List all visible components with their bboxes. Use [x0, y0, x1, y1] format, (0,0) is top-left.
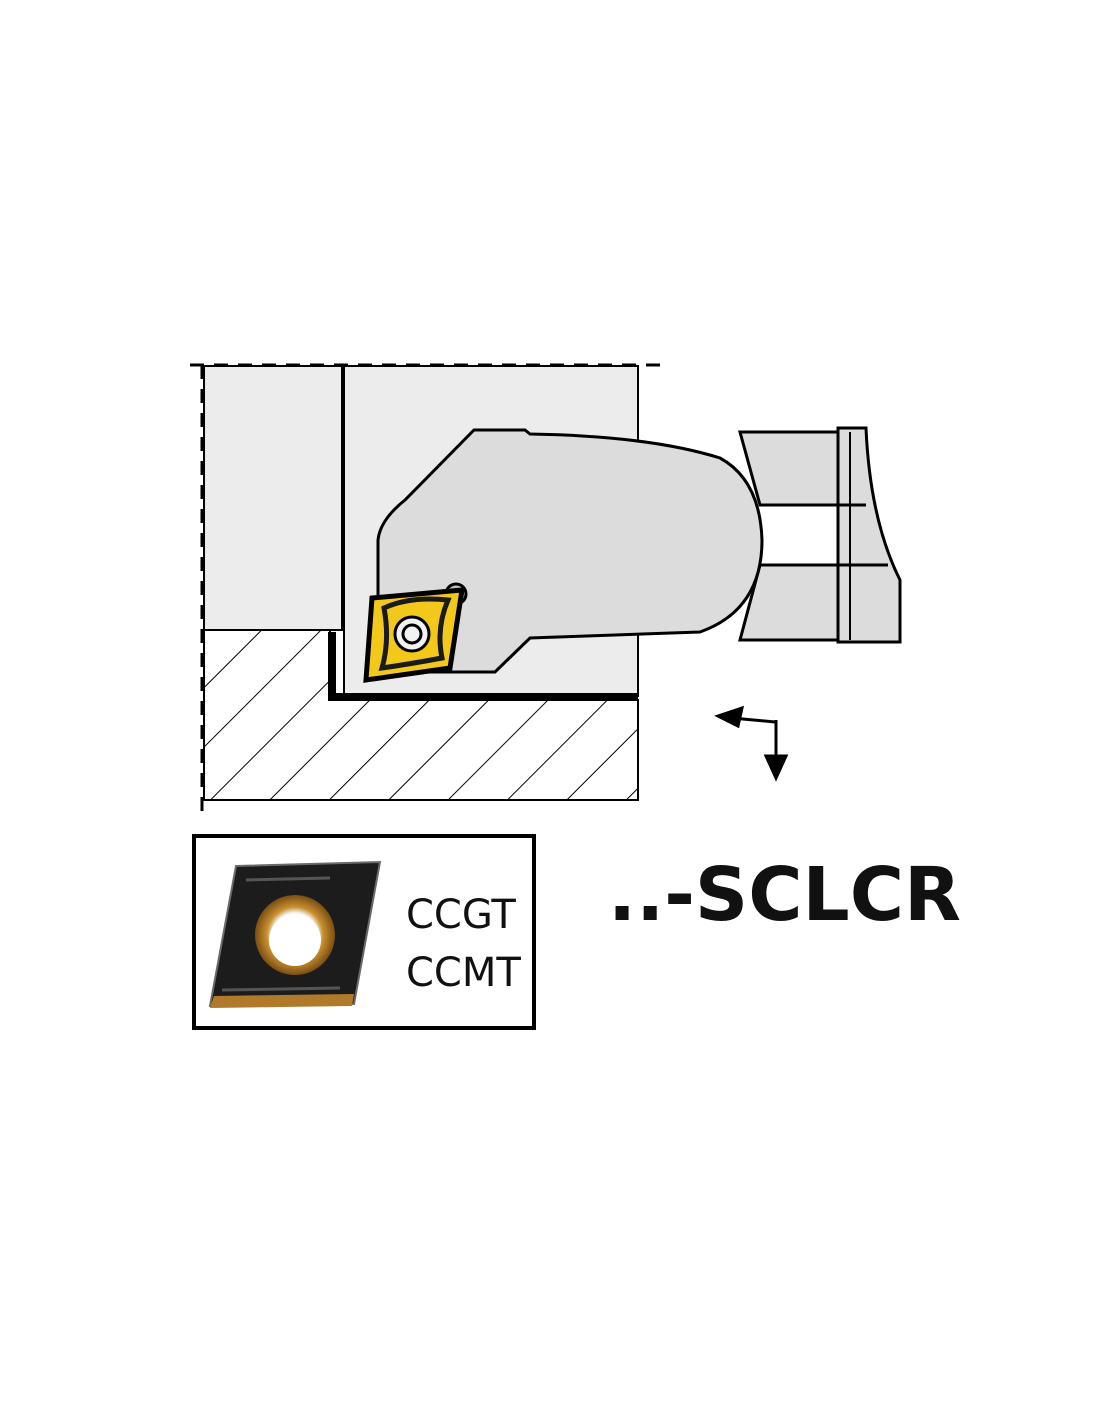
holder-head — [376, 428, 764, 674]
machined-profile-line — [328, 632, 638, 701]
insert-on-holder — [363, 587, 465, 683]
workpiece-left-wall — [203, 365, 343, 631]
holder-shank-end — [836, 426, 902, 644]
insert-type-ccgt: CCGT — [406, 892, 516, 938]
feed-direction-arrows-icon — [714, 705, 789, 782]
model-code: ..-SCLCR — [608, 852, 961, 938]
holder-shank — [738, 430, 840, 507]
insert-type-ccmt: CCMT — [406, 950, 521, 996]
insert-photo — [208, 860, 382, 1008]
